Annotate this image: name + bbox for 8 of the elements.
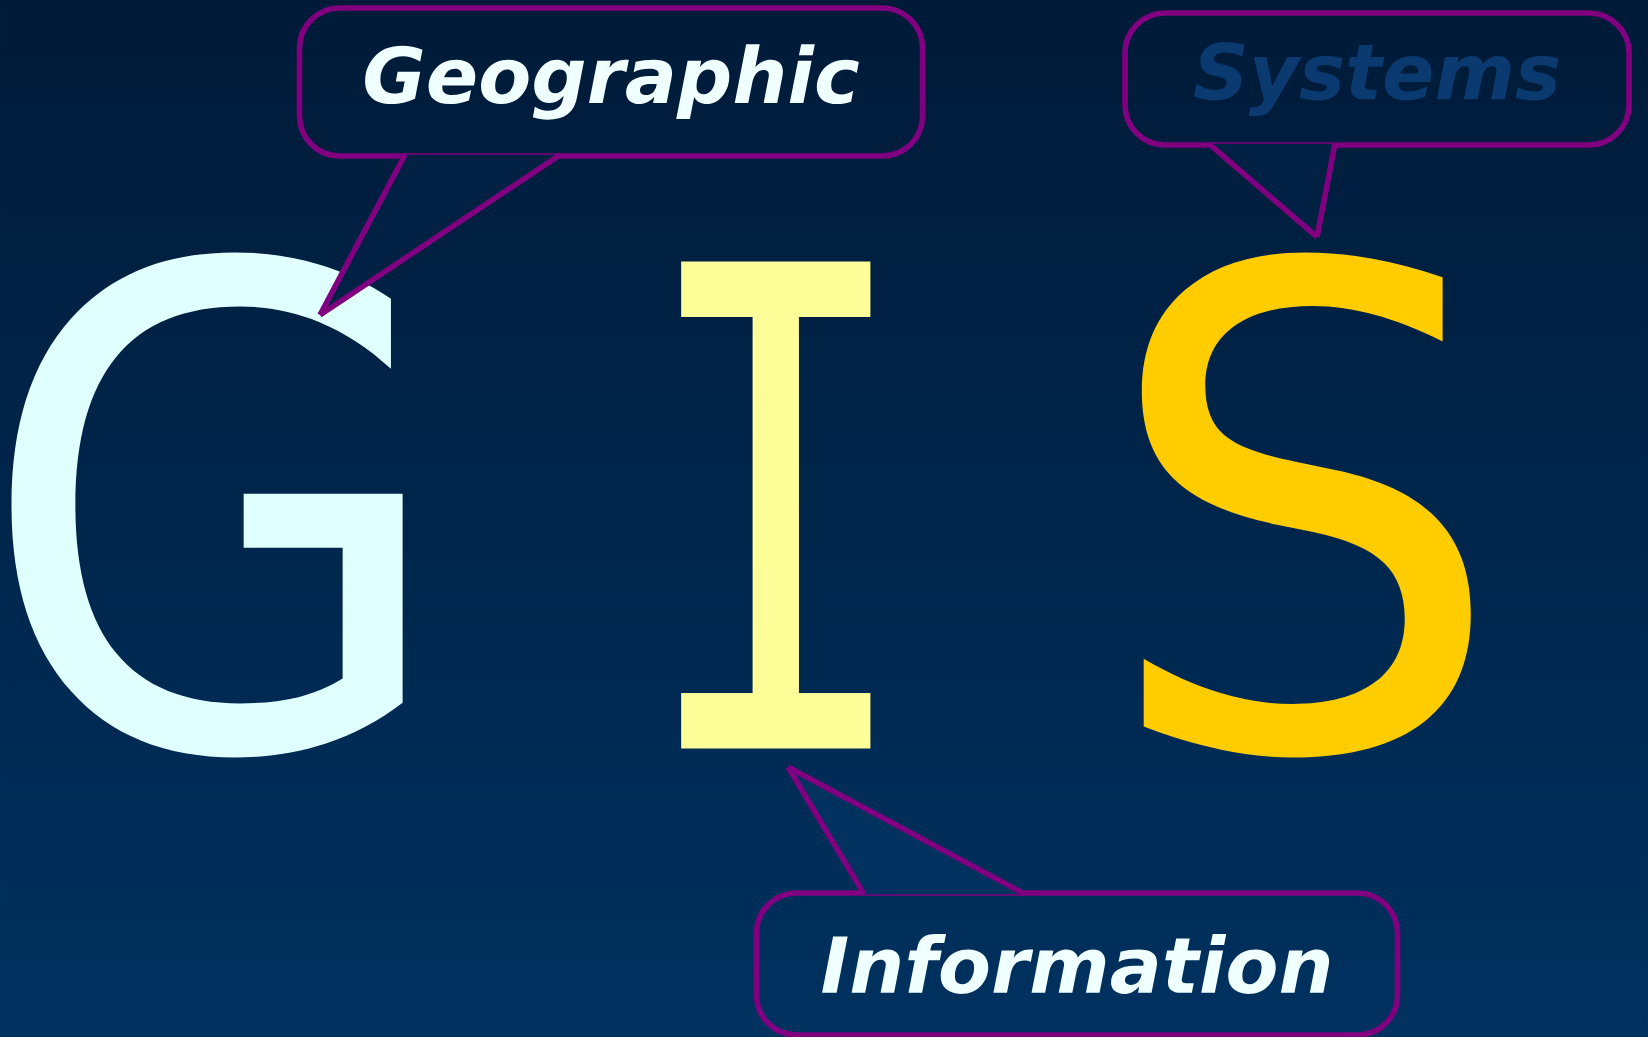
big-letter: I bbox=[681, 261, 871, 749]
callout-pointer bbox=[1206, 141, 1338, 240]
callout-box: Information bbox=[753, 890, 1401, 1037]
big-letter: G bbox=[11, 252, 403, 758]
callout-box: Geographic bbox=[296, 5, 926, 159]
callout-pointer bbox=[785, 764, 1028, 897]
callout-pointer bbox=[317, 152, 563, 318]
big-letter: S bbox=[1141, 252, 1471, 758]
